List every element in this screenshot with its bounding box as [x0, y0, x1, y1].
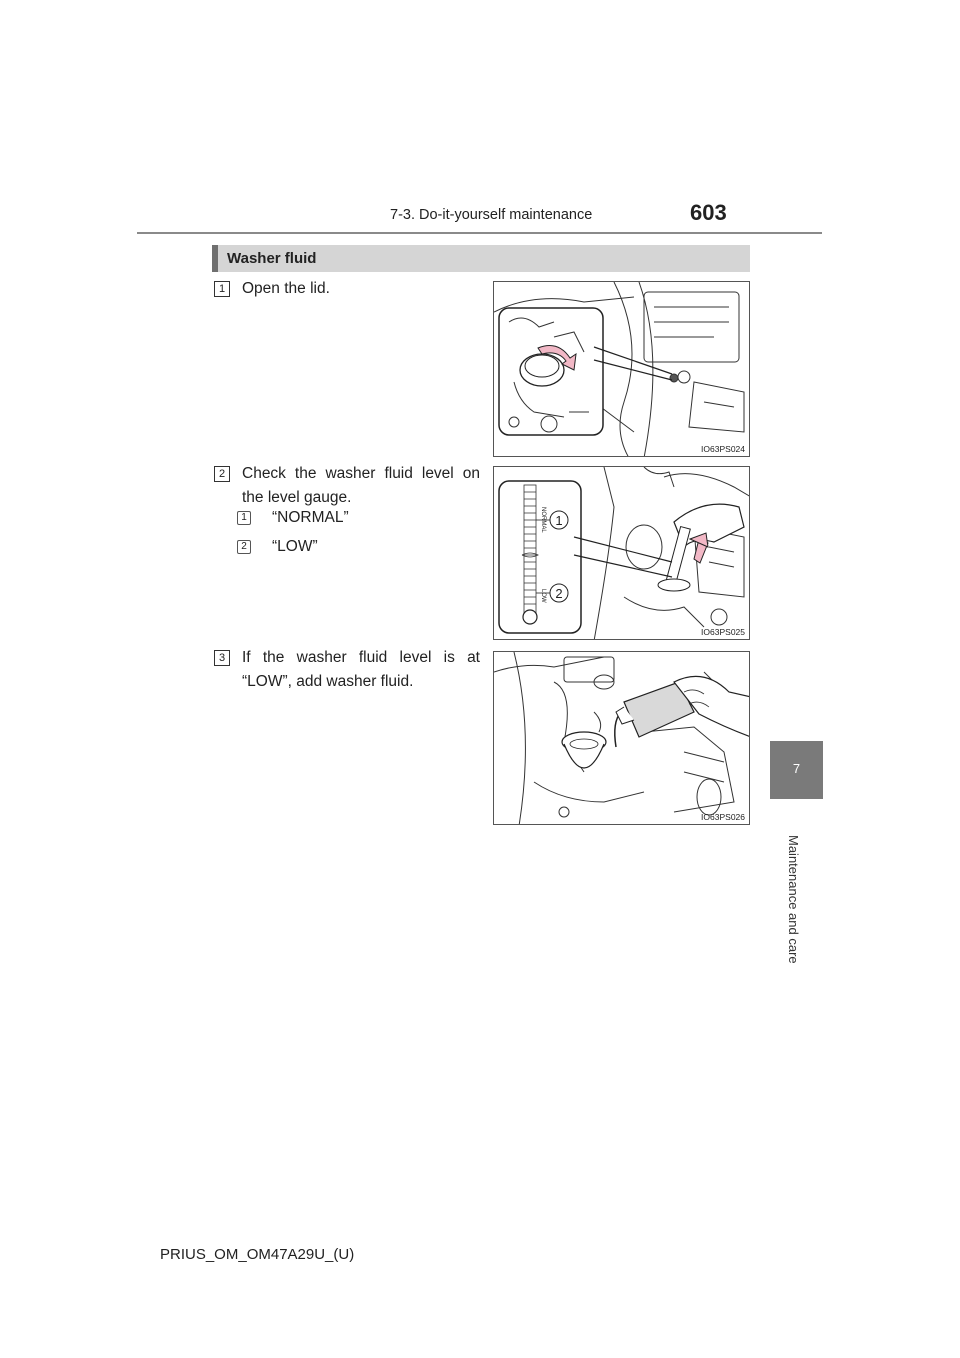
page-number: 603 — [690, 200, 727, 225]
step-number-2: 2 — [214, 466, 230, 482]
section-heading: 7-3. Do-it-yourself maintenance — [390, 207, 593, 223]
figure-code-2: IO63PS025 — [701, 627, 745, 637]
header-divider — [137, 232, 822, 234]
figure-code-3: IO63PS026 — [701, 812, 745, 822]
chapter-label-wrap: Maintenance and care — [783, 835, 803, 965]
document-code: PRIUS_OM_OM47A29U_(U) — [160, 1246, 355, 1263]
step-text-3: If the washer fluid level is at “LOW”, a… — [242, 649, 480, 690]
section-title: Washer fluid — [227, 250, 317, 267]
sub-item-normal: “NORMAL” — [272, 509, 349, 526]
callout-2: 2 — [555, 586, 562, 601]
step-number-1: 1 — [214, 281, 230, 297]
sub-item-number-2: 2 — [237, 540, 251, 554]
figure-code-1: IO63PS024 — [701, 444, 745, 454]
gauge-label-low: LOW — [540, 589, 546, 603]
step-text-1: Open the lid. — [242, 280, 330, 297]
sub-item-number-1: 1 — [237, 511, 251, 525]
chapter-number: 7 — [792, 761, 801, 776]
chapter-tab: 7 — [770, 741, 823, 799]
section-title-bar: Washer fluid — [212, 245, 750, 272]
title-accent — [212, 245, 218, 272]
figure-open-lid: IO63PS024 — [493, 281, 750, 457]
callout-1: 1 — [555, 513, 562, 528]
open-lid-illustration — [494, 282, 745, 456]
add-fluid-illustration — [494, 652, 749, 824]
figure-add-fluid: IO63PS026 — [493, 651, 750, 825]
figure-level-gauge: NORMAL LOW 1 2 IO63PS025 — [493, 466, 750, 640]
chapter-label: Maintenance and care — [786, 835, 801, 964]
level-gauge-illustration: NORMAL LOW 1 2 — [498, 467, 749, 639]
step-number-3: 3 — [214, 650, 230, 666]
sub-item-low: “LOW” — [272, 538, 318, 555]
step-text-2: Check the washer fluid level on the leve… — [242, 465, 480, 506]
